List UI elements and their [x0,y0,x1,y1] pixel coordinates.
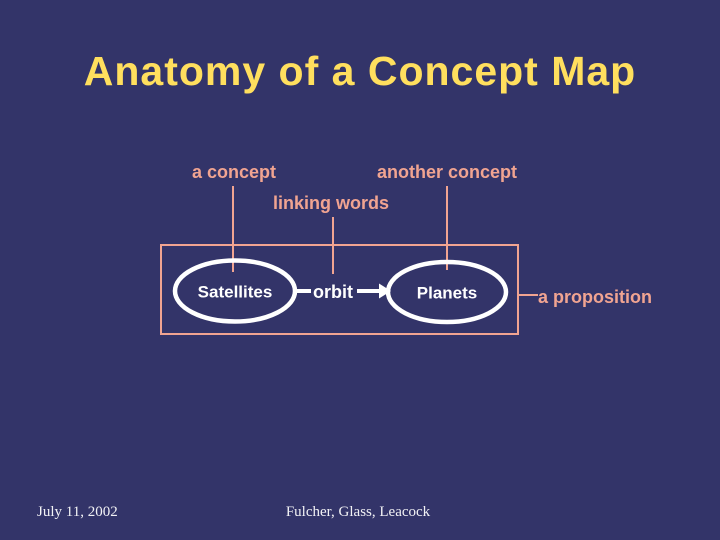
planets-node-label: Planets [416,283,478,303]
label-another-concept: another concept [376,162,518,182]
footer-authors: Fulcher, Glass, Leacock [285,504,431,520]
label-a-proposition: a proposition [538,287,652,307]
proposition-box [160,244,519,335]
slide-title: Anatomy of a Concept Map [83,48,637,94]
satellites-node-ellipse [172,258,298,324]
label-linking-words: linking words [272,193,390,213]
satellites-node-label: Satellites [197,282,273,302]
footer-date: July 11, 2002 [37,504,118,520]
label-a-concept: a concept [191,162,277,182]
orbit-link-label: orbit [313,282,353,302]
link-arrow-head-icon [379,283,391,299]
